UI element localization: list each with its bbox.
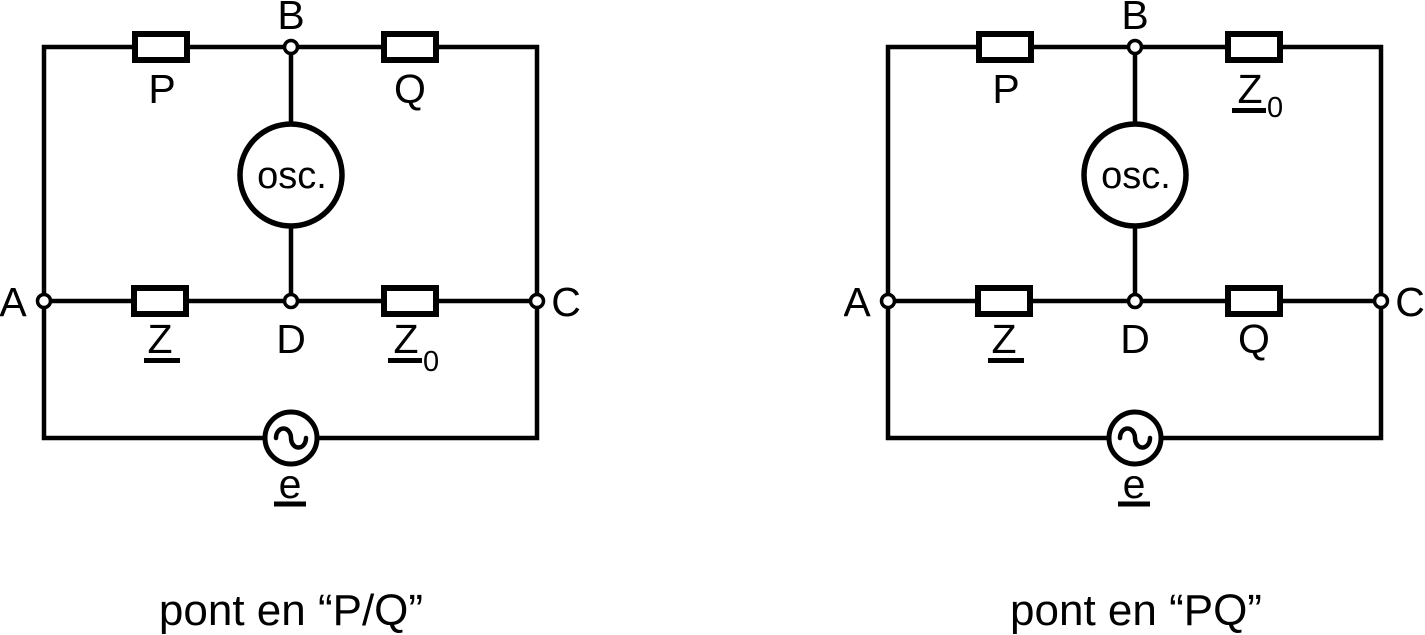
resistor-box-top-right — [381, 31, 439, 63]
oscilloscope-label: osc. — [257, 155, 327, 197]
node-label-B: B — [1121, 0, 1148, 38]
resistor-box-bottom-right — [381, 285, 439, 317]
node-label-D: D — [276, 316, 306, 362]
node-label-B: B — [277, 0, 304, 38]
circuit-caption: pont en “P/Q” — [159, 586, 423, 635]
resistor-box-bottom-right — [1225, 285, 1283, 317]
resistor-label-top-left: P — [992, 66, 1019, 112]
resistor-label-top-right-sub: 0 — [1267, 92, 1283, 124]
node-label-C: C — [551, 279, 581, 325]
oscilloscope-body — [237, 121, 345, 229]
resistor-label-top-left: P — [148, 66, 175, 112]
node-dot-B — [1126, 38, 1144, 56]
circuit-caption: pont en “PQ” — [1010, 586, 1262, 635]
resistor-box-top-left — [976, 31, 1034, 63]
sine-icon — [1117, 426, 1153, 450]
resistor-label-bottom-right-sub: 0 — [423, 346, 439, 378]
node-dot-A — [35, 292, 53, 310]
sine-icon — [273, 426, 309, 450]
bridge-circuit-pq-ratio: osc. B A C D P Q Z Z 0 e — [0, 0, 600, 635]
source-label: e — [279, 461, 302, 507]
node-label-A: A — [0, 279, 27, 325]
circuit-drawing: osc. B A C D P Q Z Z 0 e — [0, 0, 581, 635]
circuit-drawing: osc. B A C D P Z 0 Z Q e — [844, 0, 1425, 635]
node-dot-C — [528, 292, 546, 310]
resistor-label-top-right: Q — [394, 66, 426, 112]
source-label: e — [1123, 461, 1146, 507]
resistor-label-top-right: Z — [1237, 66, 1262, 112]
oscilloscope-body — [1081, 121, 1189, 229]
node-dot-D — [282, 292, 300, 310]
node-label-D: D — [1120, 316, 1150, 362]
resistor-label-bottom-right: Q — [1238, 316, 1270, 362]
resistor-label-bottom-left: Z — [147, 316, 172, 362]
resistor-label-bottom-left: Z — [991, 316, 1016, 362]
resistor-box-bottom-left — [975, 285, 1033, 317]
resistor-box-top-right — [1225, 31, 1283, 63]
resistor-label-bottom-right: Z — [393, 316, 418, 362]
node-dot-B — [282, 38, 300, 56]
oscilloscope-label: osc. — [1101, 155, 1171, 197]
node-label-C: C — [1395, 279, 1425, 325]
bridge-circuit-pq-product: osc. B A C D P Z 0 Z Q e — [844, 0, 1425, 635]
node-label-A: A — [844, 279, 871, 325]
node-dot-A — [879, 292, 897, 310]
resistor-box-bottom-left — [131, 285, 189, 317]
node-dot-C — [1372, 292, 1390, 310]
node-dot-D — [1126, 292, 1144, 310]
resistor-box-top-left — [132, 31, 190, 63]
